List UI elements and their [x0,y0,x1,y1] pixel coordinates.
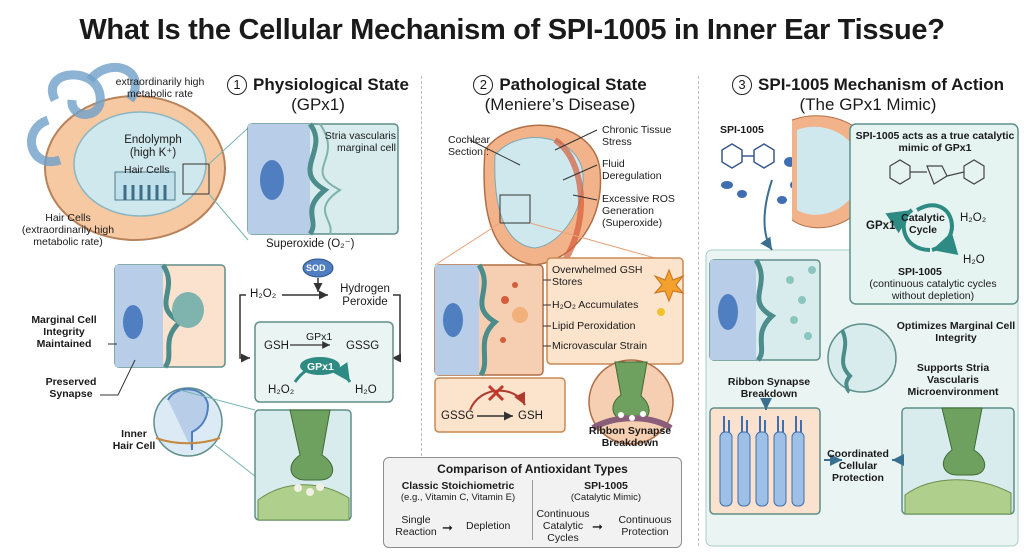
h2o2-label: H₂O₂ [250,288,277,300]
cycle-h2o2: H₂O₂ [268,384,295,396]
spi-from: Continuous Catalytic Cycles [536,508,590,544]
p3-spi-cycle-note: (continuous catalytic cycles without dep… [869,278,997,302]
p3-gpx1-label: GPx1 [866,220,896,232]
ribbon-breakdown-label-3: Ribbon Synapse Breakdown [727,376,811,400]
panel2-number: 2 [473,75,494,95]
panel1-header: 1 Physiological State (GPx1) [218,75,418,115]
effect-h2o2: H₂O₂ Accumulates [552,299,639,311]
metabolic-rate-label: extraordinarily high metabolic rate [115,76,205,100]
panel1-illustration [27,62,401,521]
comparison-box: Comparison of Antioxidant Types Classic … [383,457,682,548]
fluid-deregulation-label: Fluid Deregulation [602,158,662,182]
cochlear-section-label: Cochlear Section : [448,134,491,158]
effect-microvascular: Microvascular Strain [552,340,648,352]
sod-badge: SOD [306,263,326,273]
supports-label: Supports Stria Vascularis Microenvironme… [907,362,999,398]
hair-cells-side-label: Hair Cells(extraordinarily high metaboli… [21,212,115,248]
classic-title: Classic Stoichiometric [401,480,515,492]
catalytic-cycle-label: Catalytic Cycle [901,212,945,236]
cycle-h2o: H₂O [355,384,377,396]
hydrogen-peroxide-label: Hydrogen Peroxide [340,283,390,308]
coordinated-protection-label: Coordinated Cellular Protection [827,448,889,484]
mimic-statement: SPI-1005 acts as a true catalytic mimic … [855,130,1015,154]
classic-column: Classic Stoichiometric (e.g., Vitamin C,… [388,480,528,504]
divider-1 [421,76,422,456]
panel2-title: Pathological State [499,75,647,94]
p3-spi-cycle-label: SPI-1005 [898,266,942,278]
p3-h2o2-label: H₂O₂ [960,212,987,224]
p3-h2o-label: H₂O [963,254,985,266]
spi-column: SPI-1005 (Catalytic Mimic) [536,480,676,504]
cycle-gpx1-badge: GPx1 [307,361,334,373]
cycle-gpx1-top: GPx1 [306,331,333,343]
cochlea-overview [27,62,249,241]
spi-sub: (Catalytic Mimic) [570,492,642,503]
comparison-divider [532,480,533,540]
cycle-gssg: GSSG [346,340,380,352]
spi-arrow-icon: ➞ [592,519,603,534]
divider-2 [698,76,699,546]
cycle-gsh: GSH [264,340,289,352]
panel2-illustration [434,124,685,445]
marginal-integrity-label: Marginal Cell Integrity Maintained [31,314,97,350]
classic-from: Single Reaction [395,514,437,538]
effect-lipid: Lipid Peroxidation [552,320,636,332]
panel1-number: 1 [227,75,248,95]
effect-gsh-stores: Overwhelmed GSH Stores [552,264,643,288]
panel3-subtitle: (The GPx1 Mimic) [799,95,937,114]
comparison-title: Comparison of Antioxidant Types [437,462,628,476]
classic-arrow-icon: ➞ [442,520,453,535]
spi-to: Continuous Protection [618,514,672,538]
inner-hair-cell-label: Inner Hair Cell [112,428,156,452]
preserved-synapse-label: Preserved Synapse [45,376,97,400]
marginal-cell [114,263,226,369]
panel3-number: 3 [732,75,753,95]
endolymph-label: Endolymph(high K⁺) [124,134,182,159]
superoxide-label: Superoxide (O₂⁻) [266,238,355,250]
gssg-label: GSSG [441,410,475,422]
panel3-title: SPI-1005 Mechanism of Action [758,75,1004,94]
classic-examples: (e.g., Vitamin C, Vitamin E) [400,492,516,503]
ros-generation-label: Excessive ROS Generation (Superoxide) [602,193,675,229]
classic-to: Depletion [466,520,511,532]
panel2-header: 2 Pathological State (Meniere’s Disease) [460,75,660,115]
hair-cells-label: Hair Cells [124,164,170,176]
ribbon-breakdown-label-2: Ribbon Synapse Breakdown [588,425,672,449]
chronic-stress-label: Chronic Tissue Stress [602,124,672,148]
spi1005-drug-label: SPI-1005 [720,124,764,136]
page-title: What Is the Cellular Mechanism of SPI-10… [79,14,945,46]
stria-label: Stria vascularis marginal cell [324,130,396,154]
optimizes-label: Optimizes Marginal Cell Integrity [896,320,1016,344]
panel1-subtitle: (GPx1) [291,95,345,114]
gsh-label: GSH [518,410,543,422]
panel1-title: Physiological State [253,75,409,94]
panel2-subtitle: (Meniere’s Disease) [484,95,636,114]
panel3-illustration [705,115,1019,547]
synapse-zoom [254,409,352,521]
stria-zoom [247,122,399,236]
spi-title: SPI-1005 [584,480,628,492]
panel3-header: 3 SPI-1005 Mechanism of Action (The GPx1 … [718,75,1018,115]
